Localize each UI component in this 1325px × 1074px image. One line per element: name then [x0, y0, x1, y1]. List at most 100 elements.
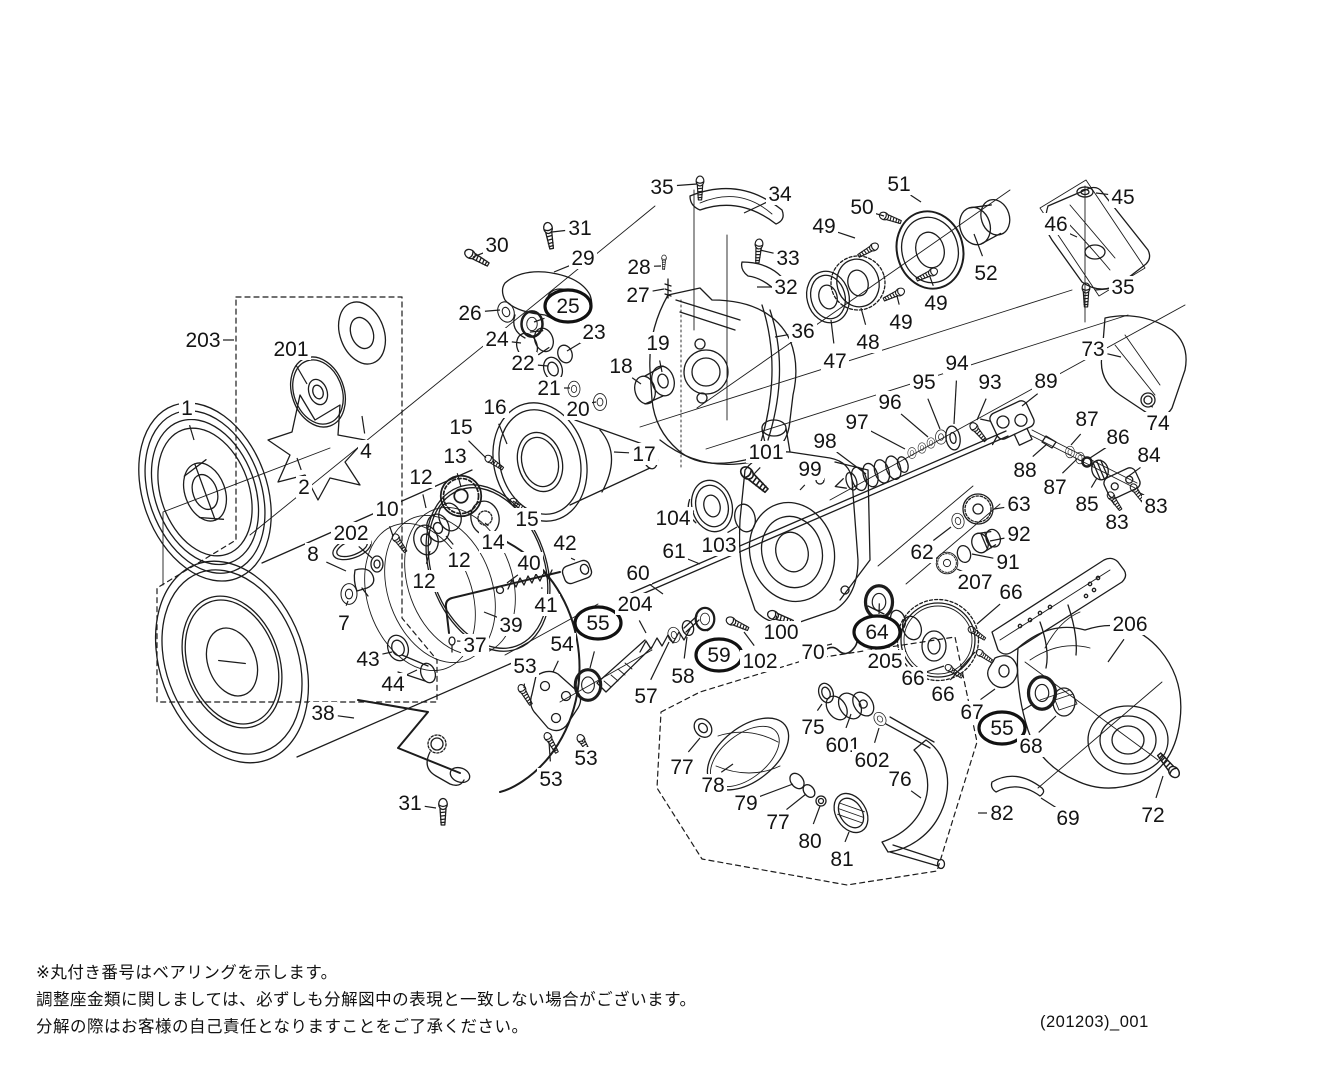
- main-shaft: [623, 430, 1009, 602]
- pin-part80: [815, 795, 827, 807]
- label-backdrop: [535, 377, 563, 399]
- leader-line: [548, 741, 551, 762]
- leader-line: [1021, 393, 1039, 407]
- leader-line: [743, 631, 755, 646]
- leader-line: [837, 231, 856, 239]
- leader-line: [506, 574, 519, 584]
- label-backdrop: [976, 371, 1004, 393]
- leader-line: [533, 317, 545, 323]
- leader-line: [932, 526, 952, 541]
- part-label: 12: [412, 570, 435, 593]
- label-backdrop: [885, 173, 913, 195]
- label-backdrop: [1142, 495, 1170, 517]
- part-label: 76: [888, 768, 911, 791]
- part-label: 75: [801, 716, 824, 739]
- label-backdrop: [373, 498, 401, 520]
- label-backdrop: [699, 534, 739, 556]
- leader-line: [326, 561, 347, 572]
- part-label: 202: [333, 522, 368, 545]
- label-backdrop: [886, 768, 914, 790]
- label-backdrop: [445, 549, 473, 571]
- label-backdrop: [569, 247, 597, 269]
- label-backdrop: [1079, 338, 1107, 360]
- label-backdrop: [828, 848, 856, 870]
- ring-part202: [370, 555, 384, 573]
- label-backdrop: [497, 614, 525, 636]
- label-backdrop: [811, 430, 839, 452]
- label-backdrop: [910, 371, 938, 393]
- clip-part69: [990, 775, 1045, 797]
- part-label: 86: [1106, 426, 1129, 449]
- label-backdrop: [972, 262, 1000, 284]
- part-label: 74: [1146, 412, 1170, 435]
- label-backdrop: [1017, 735, 1045, 757]
- part-label: 7: [338, 612, 350, 635]
- part-label: 42: [553, 532, 576, 555]
- part-label: 12: [447, 549, 470, 572]
- part-label: 13: [443, 445, 466, 468]
- part-label: 95: [912, 371, 935, 394]
- leader-line: [976, 398, 987, 421]
- label-backdrop: [410, 570, 438, 592]
- leader-line: [511, 341, 522, 344]
- leader-line: [706, 628, 711, 632]
- legend-note-line: 分解の際はお客様の自己責任となりますことをご了承ください。: [36, 1018, 529, 1036]
- leader-line: [873, 727, 880, 743]
- leader-line: [591, 401, 597, 404]
- part-label: 4: [360, 440, 372, 463]
- part-label: 26: [458, 302, 481, 325]
- label-backdrop: [515, 552, 543, 574]
- part-label: 55: [990, 717, 1013, 740]
- part-label: 69: [1056, 807, 1079, 830]
- rotor-cover-part34: [689, 187, 784, 225]
- leader-line: [1095, 192, 1109, 196]
- leader-line: [652, 288, 665, 292]
- label-backdrop: [1135, 444, 1163, 466]
- part-label: 46: [1044, 213, 1067, 236]
- legend-notes: ※丸付き番号はベアリングを示します。 調整座金類に関しましては、必ずしも分解図中…: [36, 960, 697, 1041]
- label-backdrop: [810, 215, 838, 237]
- part-label: 97: [845, 411, 868, 434]
- leader-line: [826, 643, 833, 646]
- leader-line: [1149, 405, 1154, 408]
- label-backdrop: [183, 329, 223, 351]
- part-label: 201: [273, 338, 308, 361]
- leader-line: [337, 715, 355, 719]
- part-label: 1: [181, 397, 193, 420]
- label-backdrop: [1011, 459, 1039, 481]
- label-backdrop: [876, 391, 904, 413]
- leader-line: [927, 398, 941, 430]
- part-label: 39: [499, 614, 522, 637]
- label-backdrop: [461, 634, 489, 656]
- leader-line: [1032, 443, 1048, 458]
- part-label: 67: [960, 701, 983, 724]
- part-label: 206: [1112, 613, 1147, 636]
- leader-line: [676, 183, 698, 187]
- leader-line: [498, 423, 508, 445]
- part-label: 99: [798, 458, 821, 481]
- label-backdrop: [564, 398, 592, 420]
- part-label: 19: [646, 332, 669, 355]
- label-backdrop: [551, 532, 579, 554]
- leader-line: [188, 425, 195, 441]
- leader-line: [976, 603, 1001, 625]
- leader-line: [382, 651, 393, 655]
- label-backdrop: [625, 256, 653, 278]
- part-label: 33: [776, 247, 799, 270]
- part-label: 25: [556, 295, 579, 318]
- leader-line: [537, 364, 549, 367]
- label-backdrop: [1109, 186, 1137, 208]
- leader-line: [422, 494, 427, 509]
- label-backdrop: [997, 581, 1025, 603]
- leader-line: [1038, 715, 1057, 733]
- label-backdrop: [848, 196, 876, 218]
- part-label: 77: [766, 811, 789, 834]
- label-backdrop: [336, 612, 352, 634]
- leader-line: [860, 307, 867, 325]
- leader-line: [361, 415, 366, 434]
- label-backdrop: [865, 650, 905, 672]
- part-label: 52: [974, 262, 997, 285]
- part-label: 31: [568, 217, 591, 240]
- part-label: 94: [945, 352, 969, 375]
